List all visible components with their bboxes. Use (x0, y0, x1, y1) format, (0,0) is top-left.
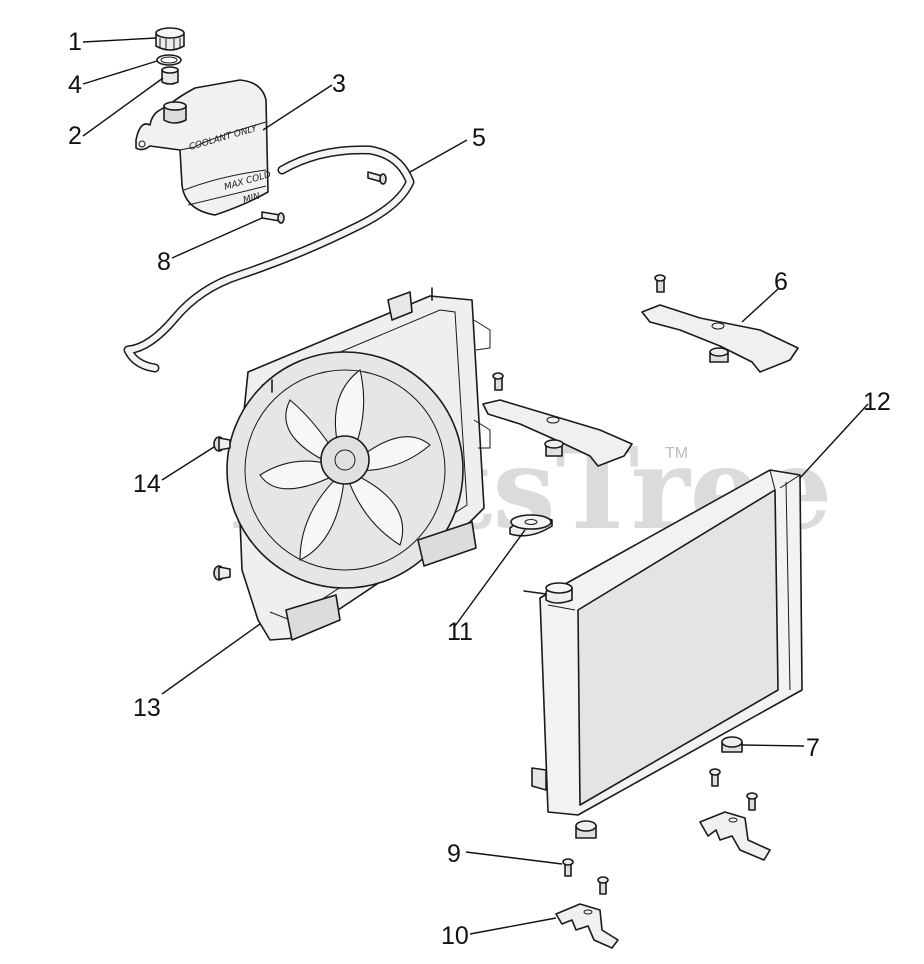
tank-label-min: MIN (242, 191, 262, 205)
callout-1[interactable]: 1 (68, 28, 82, 56)
callout-14[interactable]: 14 (133, 470, 161, 498)
callouts: 1 2 3 4 5 6 7 8 9 10 11 12 13 14 (68, 28, 891, 950)
callout-3[interactable]: 3 (332, 70, 346, 98)
callout-13[interactable]: 13 (133, 694, 161, 722)
part-7-grommet-2[interactable] (575, 820, 597, 839)
callout-2[interactable]: 2 (68, 122, 82, 150)
part-8-screw-2[interactable] (367, 171, 387, 185)
part-10-lower-bracket-2[interactable] (555, 876, 619, 949)
part-14-fastener[interactable] (213, 436, 231, 452)
callout-8[interactable]: 8 (157, 248, 171, 276)
part-14-fastener-2[interactable] (213, 565, 231, 581)
part-1-cap[interactable] (155, 27, 185, 51)
part-6-upper-bracket-2[interactable] (482, 372, 633, 467)
leader-lines (82, 37, 869, 935)
callout-10[interactable]: 10 (441, 922, 469, 950)
watermark-tm: TM (665, 445, 688, 462)
callout-4[interactable]: 4 (68, 71, 82, 99)
part-7-grommet[interactable] (721, 736, 743, 753)
part-6-upper-bracket[interactable] (641, 274, 799, 373)
part-2-neck-insert[interactable] (161, 66, 179, 85)
part-9-bolt[interactable] (562, 858, 574, 877)
part-4-o-ring[interactable] (156, 54, 182, 66)
callout-5[interactable]: 5 (472, 124, 486, 152)
part-8-screw[interactable] (261, 211, 285, 224)
callout-11[interactable]: 11 (447, 618, 473, 646)
part-12-radiator[interactable] (523, 469, 803, 816)
callout-7[interactable]: 7 (806, 734, 820, 762)
part-11-radiator-cap[interactable] (509, 514, 553, 537)
callout-12[interactable]: 12 (863, 388, 891, 416)
callout-9[interactable]: 9 (447, 840, 461, 868)
callout-6[interactable]: 6 (774, 268, 788, 296)
part-10-lower-bracket[interactable] (699, 768, 771, 861)
part-13-fan-shroud[interactable] (226, 287, 491, 641)
part-5-overflow-hose[interactable] (123, 145, 415, 373)
part-3-coolant-tank[interactable]: COOLANT ONLY MAX COLD MIN (135, 79, 272, 216)
